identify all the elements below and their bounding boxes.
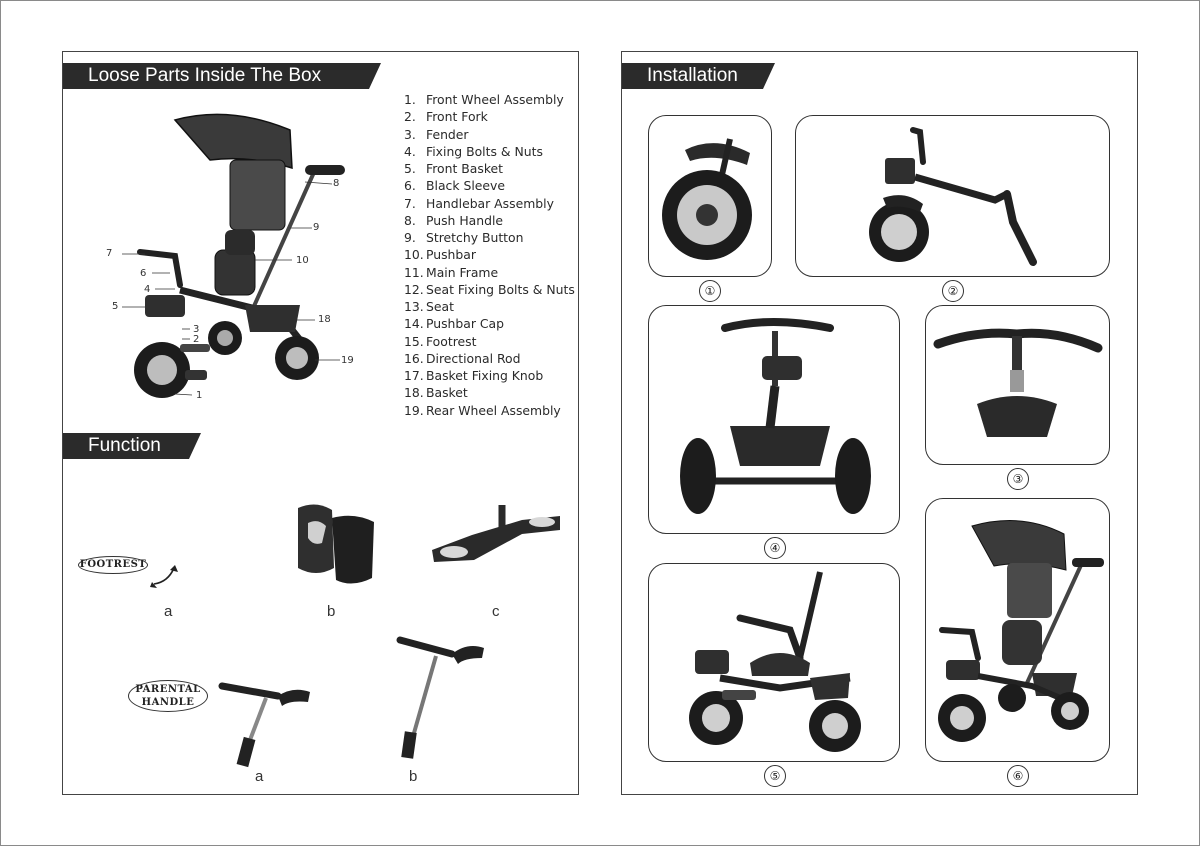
step-6-illustration [938, 520, 1104, 742]
callout-4: 4 [144, 284, 151, 295]
step-3-illustration [933, 328, 1103, 437]
list-item: 5.Front Basket [404, 161, 504, 176]
installation-title: Installation [647, 65, 738, 86]
list-item: 18.Basket [404, 385, 468, 401]
callout-3: 3 [193, 324, 200, 335]
footrest-letter-b: b [327, 603, 336, 620]
installation-banner: Installation [622, 63, 775, 89]
step-1-illustration [662, 138, 752, 260]
loose-parts-title: Loose Parts Inside The Box [88, 65, 322, 86]
list-item: 4.Fixing Bolts & Nuts [404, 143, 543, 159]
list-item: 12.Seat Fixing Bolts & Nuts [404, 281, 575, 297]
callout-6: 6 [140, 268, 147, 279]
list-item: 10.Pushbar [404, 247, 476, 263]
step-5-number: ⑤ [764, 765, 786, 787]
function-banner: Function [63, 433, 201, 459]
list-item: 14.Pushbar Cap [404, 316, 505, 332]
list-item: 2.Front Fork [404, 109, 488, 125]
list-item: 11.Main Frame [404, 264, 499, 280]
handle-letter-b: b [409, 768, 418, 785]
step-4-number: ④ [764, 537, 786, 559]
parts-list: 1.Front Wheel Assembly 2.Front Fork 3.Fe… [404, 91, 575, 419]
list-item: 3.Fender [404, 126, 469, 142]
footrest-b-illustration [298, 504, 374, 584]
list-item: 13.Seat [404, 299, 454, 314]
callout-2: 2 [193, 334, 200, 345]
list-item: 8.Push Handle [404, 212, 504, 228]
list-item: 9.Stretchy Button [404, 230, 524, 245]
footrest-label-oval: FOOTREST [78, 556, 148, 574]
rotate-arrow-icon [150, 565, 178, 588]
step-6-number: ⑥ [1007, 765, 1029, 787]
list-item: 16.Directional Rod [404, 350, 521, 366]
step-5-illustration [689, 571, 861, 752]
list-item: 6.Black Sleeve [404, 178, 505, 194]
list-item: 17.Basket Fixing Knob [404, 368, 544, 383]
list-item: 15.Footrest [404, 333, 477, 349]
footrest-letter-a: a [164, 603, 173, 620]
callout-5: 5 [112, 301, 119, 312]
step-4-illustration [680, 318, 871, 514]
tricycle-exploded-illustration [122, 113, 345, 398]
loose-parts-banner: Loose Parts Inside The Box [63, 63, 381, 89]
callout-10: 10 [296, 255, 309, 266]
callout-8: 8 [333, 178, 340, 189]
handle-letter-a: a [255, 768, 264, 785]
step-3-number: ③ [1007, 468, 1029, 490]
step-1-number: ① [699, 280, 721, 302]
callout-9: 9 [313, 222, 320, 233]
function-title: Function [88, 435, 161, 456]
footrest-c-illustration [432, 505, 560, 562]
step-2-number: ② [942, 280, 964, 302]
list-item: 19.Rear Wheel Assembly [404, 402, 561, 418]
parental-handle-label-oval: PARENTAL HANDLE [128, 680, 208, 712]
parental-handle-a-illustration [218, 682, 310, 768]
step-2-box [795, 115, 1110, 277]
list-item: 7.Handlebar Assembly [404, 195, 554, 211]
callout-1: 1 [196, 390, 203, 401]
callout-7: 7 [106, 248, 113, 259]
callout-19: 19 [341, 355, 354, 366]
step-2-illustration [869, 127, 1037, 266]
parental-handle-b-illustration [396, 636, 484, 759]
callout-18: 18 [318, 314, 331, 325]
footrest-letter-c: c [492, 603, 500, 620]
list-item: 1.Front Wheel Assembly [404, 92, 564, 107]
